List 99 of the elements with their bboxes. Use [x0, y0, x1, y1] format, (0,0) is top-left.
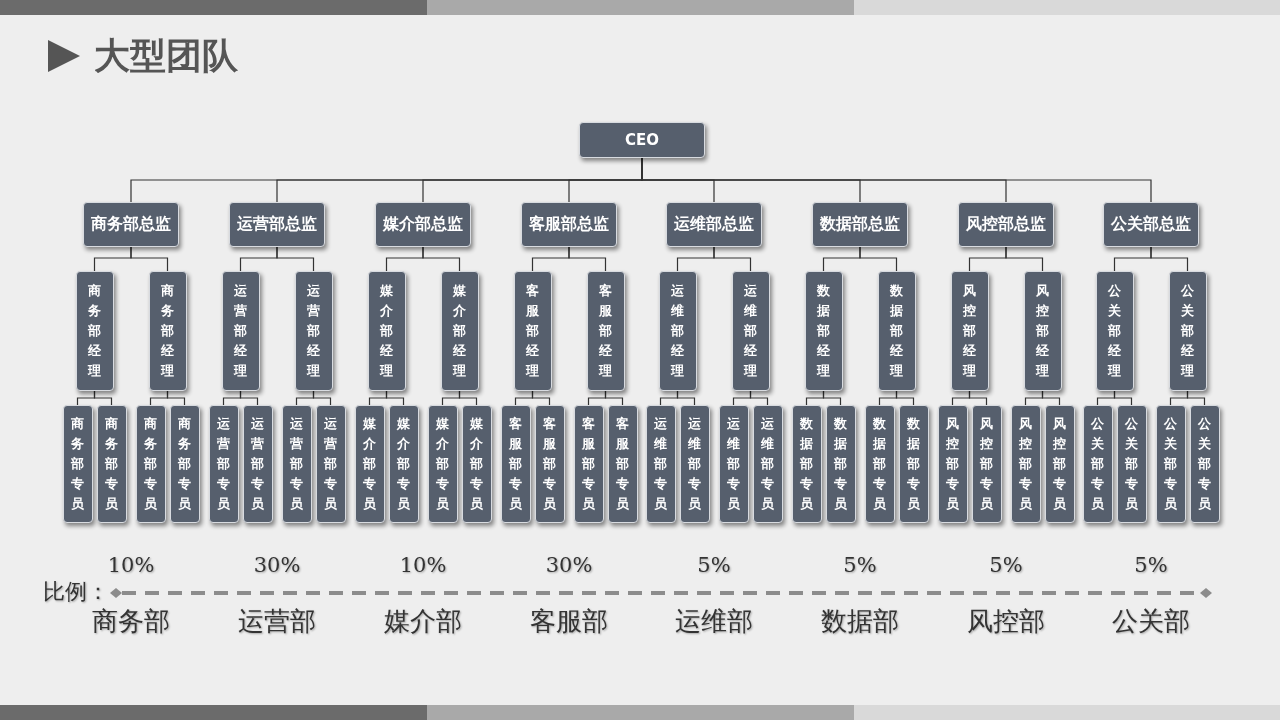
connector-line [130, 246, 169, 272]
vertical-title-box: 媒介部专员 [427, 405, 458, 523]
connector-line [968, 390, 988, 406]
vertical-title-box: 客服部专员 [607, 405, 638, 523]
vertical-title-box: 客服部经理 [513, 271, 552, 391]
department-label: 商务部 [91, 605, 171, 638]
vertical-title-box: 客服部经理 [586, 271, 625, 391]
connector-line [422, 246, 461, 272]
department-label: 运营部 [237, 605, 317, 638]
connector-line [859, 246, 898, 272]
percentage-label: 5% [1133, 553, 1169, 577]
connector-line [568, 246, 607, 272]
vertical-title-box: 运营部专员 [315, 405, 346, 523]
percentage-label: 5% [988, 553, 1024, 577]
title-box: CEO [579, 122, 705, 158]
title-box: 客服部总监 [521, 202, 617, 247]
connector-line [1150, 246, 1189, 272]
connector-line [604, 390, 624, 406]
title-box: 数据部总监 [812, 202, 908, 247]
vertical-title-box: 运维部专员 [679, 405, 710, 523]
vertical-title-box: 运维部经理 [731, 271, 770, 391]
department-label: 数据部 [820, 605, 900, 638]
connector-line [93, 390, 113, 406]
vertical-title-box: 商务部专员 [62, 405, 93, 523]
connector-line [1041, 390, 1061, 406]
connector-line [385, 390, 405, 406]
vertical-title-box: 运营部经理 [294, 271, 333, 391]
vertical-title-box: 风控部经理 [950, 271, 989, 391]
department-label: 风控部 [966, 605, 1046, 638]
title-box: 运营部总监 [229, 202, 325, 247]
vertical-title-box: 公关部专员 [1155, 405, 1186, 523]
vertical-title-box: 运维部专员 [752, 405, 783, 523]
vertical-title-box: 公关部专员 [1189, 405, 1220, 523]
vertical-title-box: 商务部经理 [148, 271, 187, 391]
title-box: 公关部总监 [1103, 202, 1199, 247]
title-box: 风控部总监 [958, 202, 1054, 247]
vertical-title-box: 商务部经理 [75, 271, 114, 391]
connector-line [713, 246, 752, 272]
vertical-title-box: 公关部经理 [1168, 271, 1207, 391]
vertical-title-box: 公关部专员 [1082, 405, 1113, 523]
vertical-title-box: 数据部专员 [864, 405, 895, 523]
connector-line [822, 390, 842, 406]
connector-line [312, 390, 332, 406]
title: 大型团队 [94, 34, 238, 78]
vertical-title-box: 风控部专员 [1044, 405, 1075, 523]
vertical-title-box: 媒介部经理 [367, 271, 406, 391]
connector-line [749, 390, 769, 406]
percentage-label: 30% [252, 553, 302, 577]
percentage-label: 30% [544, 553, 594, 577]
percentage-label: 5% [696, 553, 732, 577]
vertical-title-box: 风控部经理 [1023, 271, 1062, 391]
percentage-label: 5% [842, 553, 878, 577]
vertical-title-box: 商务部专员 [135, 405, 166, 523]
vertical-title-box: 风控部专员 [937, 405, 968, 523]
vertical-title-box: 数据部专员 [825, 405, 856, 523]
department-label: 运维部 [674, 605, 754, 638]
title-box: 媒介部总监 [375, 202, 471, 247]
connector-line [458, 390, 478, 406]
connector-line [676, 390, 696, 406]
vertical-title-box: 商务部专员 [96, 405, 127, 523]
vertical-title-box: 公关部专员 [1116, 405, 1147, 523]
connector-line [1186, 390, 1206, 406]
connector-line [1113, 390, 1133, 406]
percentage-label: 10% [398, 553, 448, 577]
vertical-title-box: 媒介部专员 [461, 405, 492, 523]
connector-line [895, 390, 915, 406]
vertical-title-box: 运营部专员 [242, 405, 273, 523]
vertical-title-box: 运营部专员 [281, 405, 312, 523]
vertical-title-box: 公关部经理 [1095, 271, 1134, 391]
vertical-title-box: 运维部专员 [645, 405, 676, 523]
vertical-title-box: 运营部经理 [221, 271, 260, 391]
vertical-title-box: 数据部经理 [804, 271, 843, 391]
department-label: 客服部 [529, 605, 609, 638]
vertical-title-box: 风控部专员 [971, 405, 1002, 523]
percentage-label: 10% [106, 553, 156, 577]
scale-label: 比例： [43, 578, 109, 606]
vertical-title-box: 风控部专员 [1010, 405, 1041, 523]
connector-line [239, 390, 259, 406]
vertical-title-box: 媒介部专员 [388, 405, 419, 523]
vertical-title-box: 数据部经理 [877, 271, 916, 391]
connector-line [276, 246, 315, 272]
vertical-title-box: 运维部专员 [718, 405, 749, 523]
vertical-title-box: 商务部专员 [169, 405, 200, 523]
department-label: 媒介部 [383, 605, 463, 638]
vertical-title-box: 客服部专员 [573, 405, 604, 523]
vertical-title-box: 客服部专员 [534, 405, 565, 523]
vertical-title-box: 媒介部专员 [354, 405, 385, 523]
vertical-title-box: 运营部专员 [208, 405, 239, 523]
title-box: 运维部总监 [666, 202, 762, 247]
vertical-title-box: 运维部经理 [658, 271, 697, 391]
department-label: 公关部 [1111, 605, 1191, 638]
vertical-title-box: 数据部专员 [791, 405, 822, 523]
vertical-title-box: 数据部专员 [898, 405, 929, 523]
vertical-title-box: 媒介部经理 [440, 271, 479, 391]
connector-line [1005, 246, 1044, 272]
connector-line [531, 390, 551, 406]
title-box: 商务部总监 [83, 202, 179, 247]
connector-line [166, 390, 186, 406]
vertical-title-box: 客服部专员 [500, 405, 531, 523]
